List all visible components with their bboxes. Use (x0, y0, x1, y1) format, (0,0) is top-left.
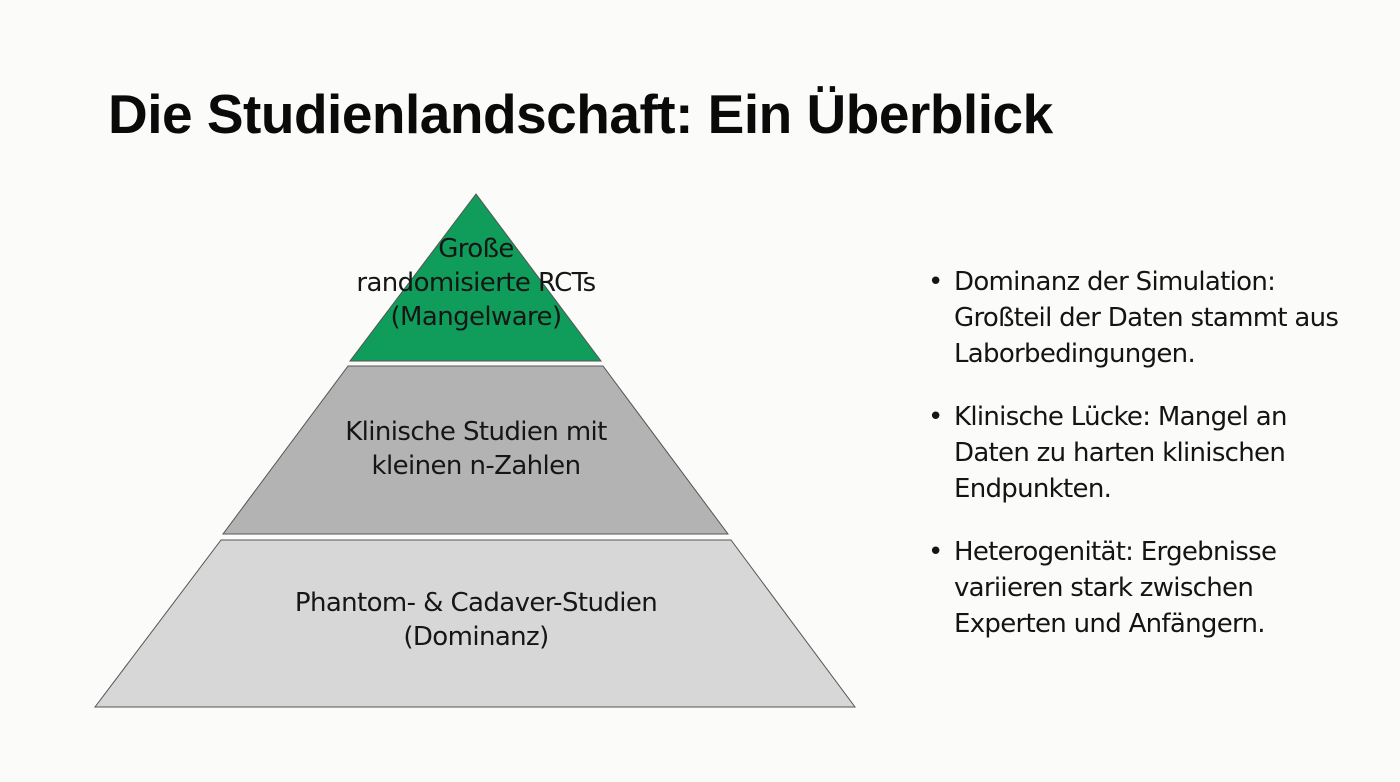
pyramid-tier-bottom (93, 539, 856, 708)
bullet-marker: • (928, 402, 943, 432)
pyramid-label-line: Große (438, 234, 514, 264)
pyramid-label-line: randomisierte RCTs (356, 268, 596, 298)
bullet-item: • Heterogenität: Ergebnisse variieren st… (928, 534, 1368, 642)
pyramid-label-line: Klinische Studien mit (345, 417, 607, 447)
pyramid-label-line: (Dominanz) (403, 622, 549, 652)
slide-title: Die Studienlandschaft: Ein Überblick (108, 83, 1053, 145)
bullet-list: • Dominanz der Simulation: Großteil der … (928, 264, 1368, 669)
pyramid-label-bottom: Phantom- & Cadaver-Studien (Dominanz) (226, 586, 726, 654)
pyramid-label-line: (Mangelware) (390, 302, 563, 332)
pyramid-label-top: Große randomisierte RCTs (Mangelware) (326, 232, 626, 334)
bullet-marker: • (928, 267, 943, 297)
bullet-text: Heterogenität: Ergebnisse variieren star… (954, 537, 1277, 639)
pyramid-tier-top (348, 193, 602, 362)
bullet-text: Dominanz der Simulation: Großteil der Da… (954, 267, 1339, 369)
pyramid-tier-middle (222, 365, 729, 535)
pyramid-label-line: kleinen n-Zahlen (371, 451, 582, 481)
pyramid-label-line: Phantom- & Cadaver-Studien (294, 588, 658, 618)
bullet-item: • Klinische Lücke: Mangel an Daten zu ha… (928, 399, 1368, 507)
pyramid-label-middle: Klinische Studien mit kleinen n-Zahlen (276, 415, 676, 483)
bullet-text: Klinische Lücke: Mangel an Daten zu hart… (954, 402, 1287, 504)
bullet-item: • Dominanz der Simulation: Großteil der … (928, 264, 1368, 372)
bullet-marker: • (928, 537, 943, 567)
